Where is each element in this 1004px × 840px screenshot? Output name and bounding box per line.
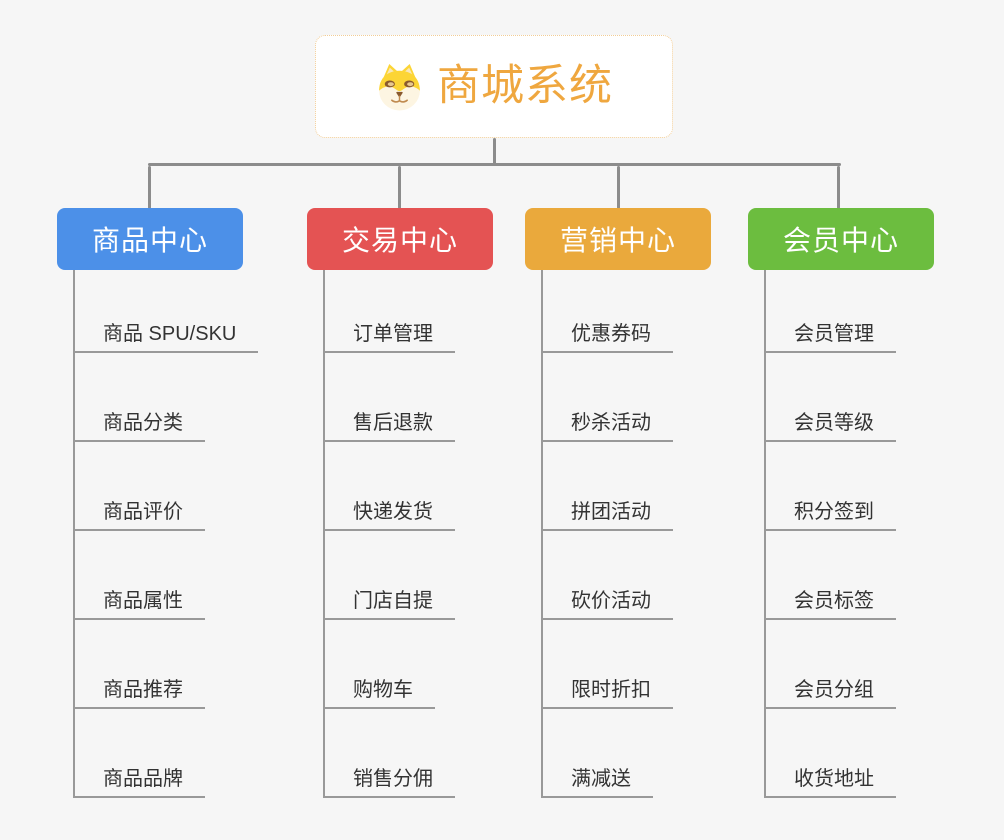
branch-product-center: 商品中心 商品 SPU/SKU 商品分类 商品评价 商品属性 商品推荐 商品品牌 <box>57 208 297 798</box>
leaf-node[interactable]: 会员等级 <box>766 353 896 442</box>
branch-items-product: 商品 SPU/SKU 商品分类 商品评价 商品属性 商品推荐 商品品牌 <box>73 270 297 798</box>
leaf-node[interactable]: 商品分类 <box>75 353 205 442</box>
branch-node-trade-center[interactable]: 交易中心 <box>307 208 493 270</box>
leaf-node[interactable]: 快递发货 <box>325 442 455 531</box>
leaf-node[interactable]: 满减送 <box>543 709 653 798</box>
connector-drop-marketing <box>617 166 620 209</box>
leaf-node[interactable]: 会员标签 <box>766 531 896 620</box>
leaf-node[interactable]: 会员管理 <box>766 270 896 353</box>
connector-root-stub <box>493 138 496 166</box>
branch-items-member: 会员管理 会员等级 积分签到 会员标签 会员分组 收货地址 <box>764 270 988 798</box>
leaf-node[interactable]: 砍价活动 <box>543 531 673 620</box>
leaf-node[interactable]: 优惠券码 <box>543 270 673 353</box>
leaf-node[interactable]: 积分签到 <box>766 442 896 531</box>
connector-drop-product <box>148 166 151 209</box>
doge-icon <box>379 64 420 111</box>
leaf-node[interactable]: 限时折扣 <box>543 620 673 709</box>
leaf-node[interactable]: 商品属性 <box>75 531 205 620</box>
leaf-node[interactable]: 商品推荐 <box>75 620 205 709</box>
leaf-node[interactable]: 商品 SPU/SKU <box>75 270 259 353</box>
leaf-node[interactable]: 秒杀活动 <box>543 353 673 442</box>
leaf-node[interactable]: 销售分佣 <box>325 709 455 798</box>
connector-drop-member <box>837 166 840 209</box>
root-title: 商城系统 <box>437 62 613 110</box>
leaf-node[interactable]: 商品品牌 <box>75 709 205 798</box>
connector-drop-trade <box>398 166 401 209</box>
branch-node-product-center[interactable]: 商品中心 <box>57 208 243 270</box>
branch-trade-center: 交易中心 订单管理 售后退款 快递发货 门店自提 购物车 销售分佣 <box>307 208 547 798</box>
branch-items-trade: 订单管理 售后退款 快递发货 门店自提 购物车 销售分佣 <box>323 270 547 798</box>
leaf-node[interactable]: 拼团活动 <box>543 442 673 531</box>
leaf-node[interactable]: 门店自提 <box>325 531 455 620</box>
leaf-node[interactable]: 商品评价 <box>75 442 205 531</box>
branch-member-center: 会员中心 会员管理 会员等级 积分签到 会员标签 会员分组 收货地址 <box>748 208 988 798</box>
root-node[interactable]: 商城系统 <box>315 35 673 138</box>
leaf-node[interactable]: 订单管理 <box>325 270 455 353</box>
leaf-node[interactable]: 购物车 <box>325 620 435 709</box>
leaf-node[interactable]: 会员分组 <box>766 620 896 709</box>
connector-horizontal-bar <box>148 163 841 166</box>
branch-items-marketing: 优惠券码 秒杀活动 拼团活动 砍价活动 限时折扣 满减送 <box>541 270 765 798</box>
leaf-node[interactable]: 收货地址 <box>766 709 896 798</box>
branch-node-marketing-center[interactable]: 营销中心 <box>525 208 711 270</box>
branch-node-member-center[interactable]: 会员中心 <box>748 208 934 270</box>
leaf-node[interactable]: 售后退款 <box>325 353 455 442</box>
branch-marketing-center: 营销中心 优惠券码 秒杀活动 拼团活动 砍价活动 限时折扣 满减送 <box>525 208 765 798</box>
